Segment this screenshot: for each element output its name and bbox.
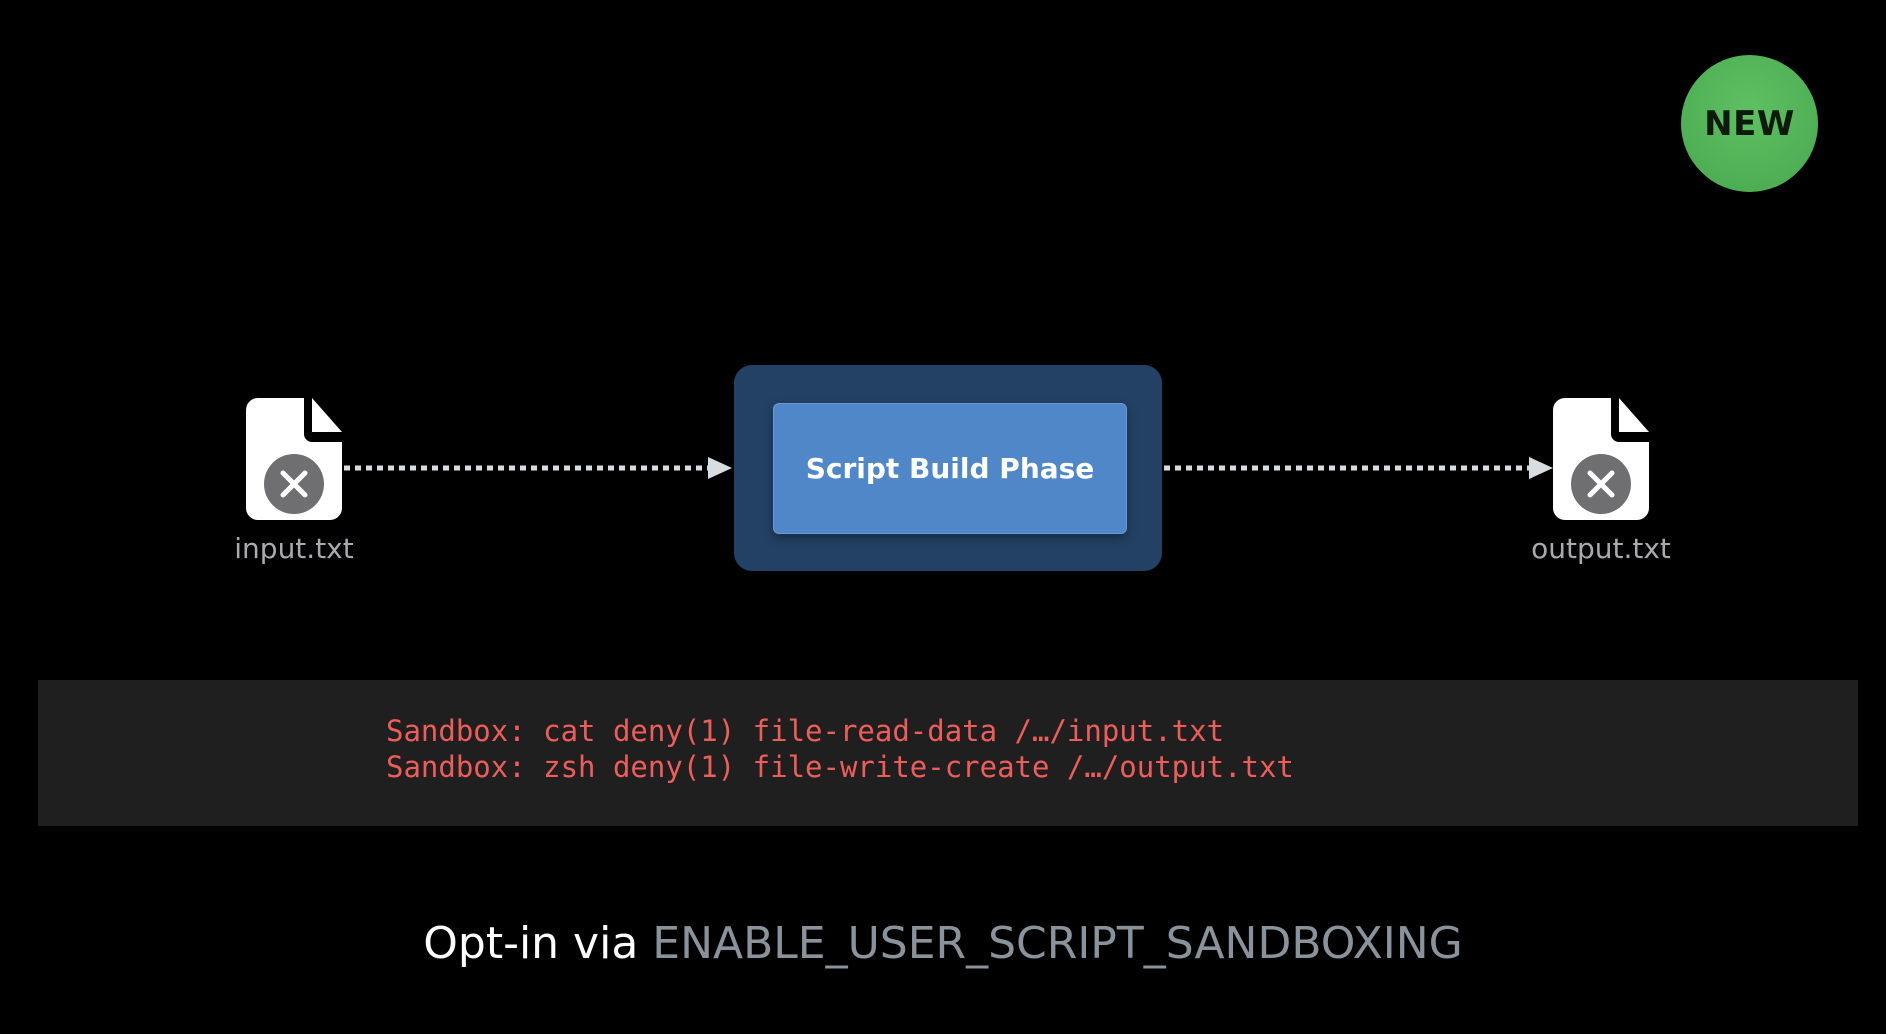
caption-lead: Opt-in via	[423, 918, 653, 969]
output-file-icon	[1553, 398, 1649, 520]
script-build-phase-box: Script Build Phase	[773, 403, 1127, 534]
dotted-arrow-output	[1164, 456, 1553, 480]
input-file-icon	[246, 398, 342, 520]
dotted-arrow-input	[344, 456, 732, 480]
console-panel	[38, 680, 1858, 826]
script-build-phase-label: Script Build Phase	[805, 452, 1095, 485]
input-file-label: input.txt	[234, 532, 354, 565]
console-line-read-denied: Sandbox: cat deny(1) file-read-data /…/i…	[386, 714, 1225, 748]
caption: Opt-in via ENABLE_USER_SCRIPT_SANDBOXING	[0, 918, 1886, 969]
new-badge-label: NEW	[1704, 103, 1795, 144]
new-badge: NEW	[1681, 55, 1818, 192]
console-line-write-denied: Sandbox: zsh deny(1) file-write-create /…	[386, 750, 1294, 784]
output-file-label: output.txt	[1531, 532, 1671, 565]
build-setting-name: ENABLE_USER_SCRIPT_SANDBOXING	[652, 918, 1463, 969]
